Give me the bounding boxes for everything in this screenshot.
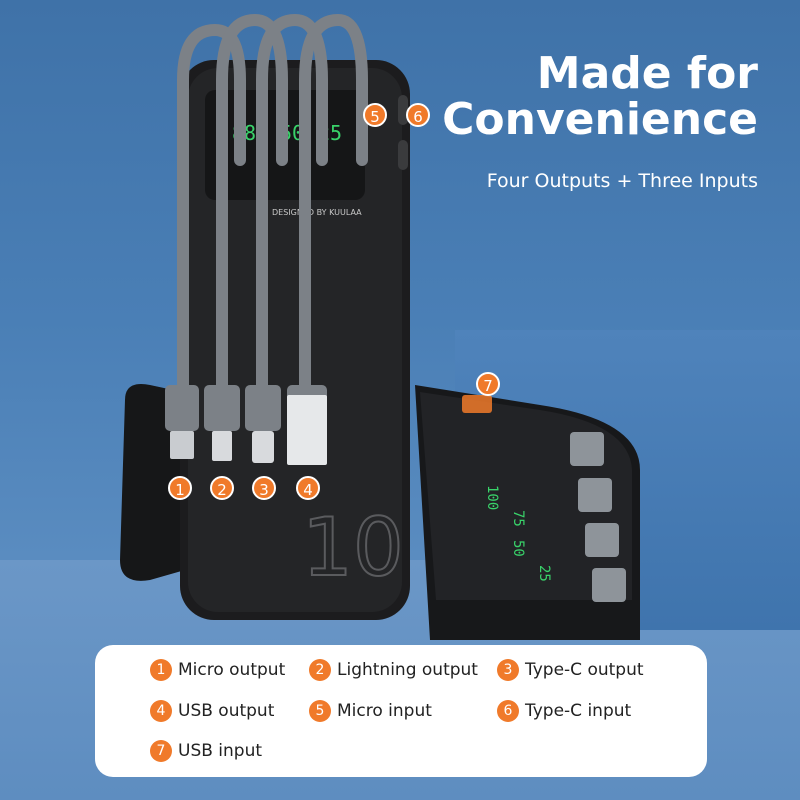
back-display-1: 100	[484, 485, 500, 510]
legend-item: 3 Type-C output	[497, 659, 644, 681]
callout-badge-7: 7	[476, 372, 500, 396]
back-display-3: 50	[510, 540, 526, 557]
port-legend: 1 Micro output 2 Lightning output 3 Type…	[95, 645, 707, 777]
capacity-mark: 10	[302, 501, 404, 594]
callout-badge-4: 4	[296, 476, 320, 500]
legend-label: Micro output	[178, 660, 286, 680]
subtitle: Four Outputs + Three Inputs	[486, 170, 758, 192]
front-power-bank: 88 50 25 DESIGNED BY KUULAA 10	[180, 60, 410, 620]
headline-line-1: Made for	[536, 48, 758, 99]
callout-badge-6: 6	[406, 103, 430, 127]
legend-badge: 1	[150, 659, 172, 681]
back-display-2: 75	[510, 510, 526, 527]
legend-label: Type-C output	[525, 660, 644, 680]
legend-item: 2 Lightning output	[309, 659, 478, 681]
legend-item: 6 Type-C input	[497, 700, 631, 722]
connector-heads	[165, 385, 327, 465]
cables	[177, 13, 368, 401]
legend-item: 7 USB input	[150, 740, 262, 762]
callout-badge-3: 3	[252, 476, 276, 500]
legend-label: Micro input	[337, 701, 432, 721]
legend-badge: 6	[497, 700, 519, 722]
legend-item: 4 USB output	[150, 700, 274, 722]
back-display-4: 25	[536, 565, 552, 582]
callout-badge-1: 1	[168, 476, 192, 500]
legend-label: USB output	[178, 701, 275, 721]
headline-line-2: Convenience	[442, 94, 758, 145]
callout-badge-5: 5	[363, 103, 387, 127]
legend-label: USB input	[178, 741, 263, 761]
callout-badge-2: 2	[210, 476, 234, 500]
back-power-bank: 100 75 50 25	[415, 385, 640, 640]
legend-badge: 7	[150, 740, 172, 762]
brand-text: DESIGNED BY KUULAA	[272, 208, 362, 217]
legend-badge: 5	[309, 700, 331, 722]
legend-item: 1 Micro output	[150, 659, 285, 681]
legend-label: Lightning output	[337, 660, 478, 680]
legend-item: 5 Micro input	[309, 700, 432, 722]
legend-label: Type-C input	[525, 701, 632, 721]
legend-badge: 3	[497, 659, 519, 681]
legend-badge: 4	[150, 700, 172, 722]
legend-badge: 2	[309, 659, 331, 681]
